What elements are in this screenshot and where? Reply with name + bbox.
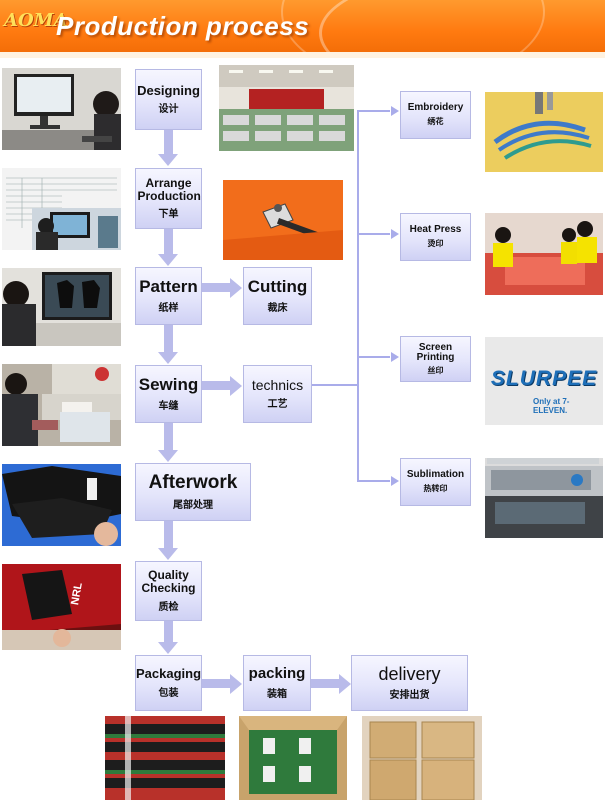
step-designing-label: Designing bbox=[137, 84, 200, 98]
step-delivery-label: delivery bbox=[378, 665, 440, 684]
step-designing: Designing 设计 bbox=[135, 69, 202, 130]
branch-sublimation-label: Sublimation bbox=[407, 470, 464, 481]
photo-designer-at-computer bbox=[2, 68, 121, 150]
branch-screen-printing-label: Screen Printing bbox=[406, 343, 466, 364]
branch-sublimation-cn: 热转印 bbox=[424, 483, 448, 494]
branch-embroidery: Embroidery 绣花 bbox=[400, 91, 471, 139]
step-pattern-cn: 纸样 bbox=[159, 299, 179, 314]
page-header: AOMA Production process bbox=[0, 0, 605, 58]
photo-screen-printing: SLURPEE Only at 7-ELEVEN. bbox=[485, 337, 603, 425]
step-cutting: Cutting 裁床 bbox=[243, 267, 312, 325]
header-swoosh-2 bbox=[281, 0, 545, 58]
branch-screen-printing: Screen Printing 丝印 bbox=[400, 336, 471, 382]
step-pattern-label: Pattern bbox=[139, 278, 198, 296]
photo-quality-checking: NRL bbox=[2, 564, 121, 650]
step-sewing-cn: 车缝 bbox=[159, 397, 179, 412]
step-delivery-cn: 安排出货 bbox=[390, 686, 430, 701]
photo-office-interior bbox=[219, 65, 354, 151]
branch-heat-press: Heat Press 烫印 bbox=[400, 213, 471, 261]
step-quality-cn: 质检 bbox=[159, 598, 179, 613]
step-afterwork-cn: 尾部处理 bbox=[173, 496, 213, 511]
step-cutting-cn: 裁床 bbox=[268, 299, 288, 314]
step-arrange-label: Arrange Production bbox=[138, 177, 200, 202]
photo-cutting-tool bbox=[223, 180, 343, 260]
photo-packing-box bbox=[239, 716, 347, 800]
step-packing-label: packing bbox=[249, 666, 306, 682]
branch-embroidery-cn: 绣花 bbox=[428, 116, 444, 127]
step-packaging-cn: 包装 bbox=[159, 684, 179, 699]
photo-afterwork-garments bbox=[2, 464, 121, 546]
step-packaging: Packaging 包装 bbox=[135, 655, 202, 711]
header-stripe bbox=[0, 52, 605, 58]
branch-sublimation: Sublimation 热转印 bbox=[400, 458, 471, 506]
step-sewing: Sewing 车缝 bbox=[135, 365, 202, 423]
step-pattern: Pattern 纸样 bbox=[135, 267, 202, 325]
branch-embroidery-label: Embroidery bbox=[408, 103, 464, 114]
branch-screen-printing-cn: 丝印 bbox=[428, 365, 444, 376]
step-afterwork-label: Afterwork bbox=[149, 473, 238, 493]
photo-delivery-cartons bbox=[362, 716, 482, 800]
photo-sewing-workers bbox=[2, 364, 121, 446]
branch-heat-press-label: Heat Press bbox=[410, 225, 462, 236]
step-sewing-label: Sewing bbox=[139, 376, 199, 394]
photo-heat-press bbox=[485, 213, 603, 295]
photo-packaged-stacks bbox=[105, 716, 225, 800]
photo-production-order bbox=[2, 168, 121, 250]
photo-pattern-making bbox=[2, 268, 121, 346]
step-technics-label: technics bbox=[252, 378, 303, 393]
step-designing-cn: 设计 bbox=[159, 100, 179, 115]
step-technics: technics 工艺 bbox=[243, 365, 312, 423]
step-cutting-label: Cutting bbox=[248, 278, 307, 296]
branch-heat-press-cn: 烫印 bbox=[428, 238, 444, 249]
step-packing-cn: 装箱 bbox=[267, 685, 287, 700]
photo-sublimation-printer bbox=[485, 458, 603, 538]
page-title: Production process bbox=[56, 11, 309, 42]
step-quality-label: Quality Checking bbox=[138, 569, 200, 594]
step-arrange-production: Arrange Production 下单 bbox=[135, 168, 202, 229]
seven-eleven-print: Only at 7-ELEVEN. bbox=[533, 397, 603, 415]
step-technics-cn: 工艺 bbox=[268, 395, 288, 410]
step-delivery: delivery 安排出货 bbox=[351, 655, 468, 711]
step-packing: packing 装箱 bbox=[243, 655, 311, 711]
slurpee-print: SLURPEE bbox=[489, 367, 599, 391]
step-quality-checking: Quality Checking 质检 bbox=[135, 561, 202, 621]
step-afterwork: Afterwork 尾部处理 bbox=[135, 463, 251, 521]
photo-embroidery bbox=[485, 92, 603, 172]
step-arrange-cn: 下单 bbox=[159, 205, 179, 220]
step-packaging-label: Packaging bbox=[136, 667, 201, 681]
